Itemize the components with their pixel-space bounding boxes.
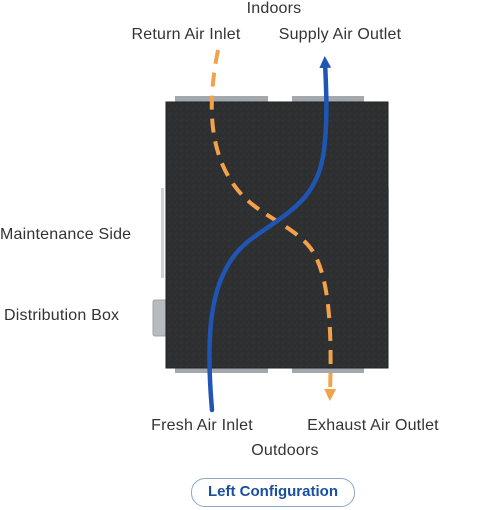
supply-air-outlet-label: Supply Air Outlet bbox=[278, 26, 402, 43]
left-configuration-button[interactable]: Left Configuration bbox=[191, 478, 355, 507]
exhaust-air-outlet-label: Exhaust Air Outlet bbox=[307, 417, 439, 434]
outdoors-label: Outdoors bbox=[251, 442, 319, 459]
supply-airflow-path bbox=[207, 56, 332, 413]
top-duct-collar-left bbox=[175, 96, 268, 104]
bottom-duct-collar-right bbox=[292, 365, 364, 373]
distribution-box-label: Distribution Box bbox=[4, 307, 120, 324]
maintenance-side-bracket-left bbox=[161, 188, 164, 278]
return-air-inlet-label: Return Air Inlet bbox=[131, 26, 241, 43]
bottom-duct-collar-left bbox=[175, 365, 268, 373]
maintenance-side-label: Maintenance Side bbox=[0, 226, 132, 243]
fresh-air-inlet-label: Fresh Air Inlet bbox=[151, 417, 253, 434]
ventilation-unit-body bbox=[165, 101, 389, 369]
indoors-label: Indoors bbox=[246, 0, 302, 17]
